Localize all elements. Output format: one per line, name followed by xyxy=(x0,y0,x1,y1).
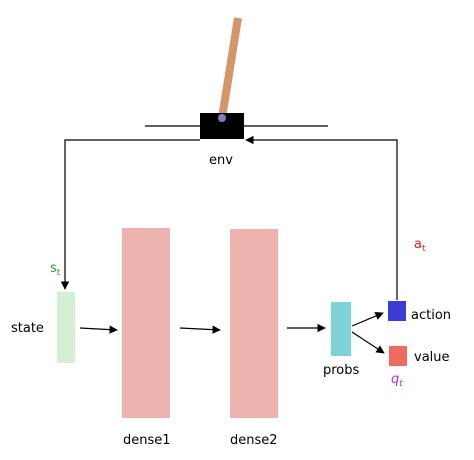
dense2-label: dense2 xyxy=(230,433,278,448)
state-label: state xyxy=(11,321,44,336)
value-symbol: qt xyxy=(391,372,403,389)
dense1-label: dense1 xyxy=(123,433,171,448)
arrow-probs-to-action xyxy=(351,312,384,327)
action-symbol: at xyxy=(414,237,426,254)
arrow-probs-to-value xyxy=(351,331,385,354)
value-label: value xyxy=(414,350,450,365)
pole-pivot xyxy=(218,114,226,122)
arrow-state-to-dense1 xyxy=(79,325,118,334)
pole xyxy=(218,17,242,119)
action-label: action xyxy=(411,308,451,323)
action-feedback-arrow xyxy=(245,135,398,300)
probs-block xyxy=(331,302,351,356)
action-block xyxy=(388,301,406,321)
state-block xyxy=(57,292,75,363)
env-label: env xyxy=(209,153,233,168)
probs-label: probs xyxy=(323,363,360,378)
value-block xyxy=(389,346,407,366)
env-cartpole xyxy=(145,17,328,139)
dense1-block xyxy=(122,228,170,418)
dense2-block xyxy=(230,229,278,418)
observation-arrow xyxy=(60,139,200,290)
arrow-dense1-to-dense2 xyxy=(179,325,221,334)
state-symbol: st xyxy=(50,261,61,278)
